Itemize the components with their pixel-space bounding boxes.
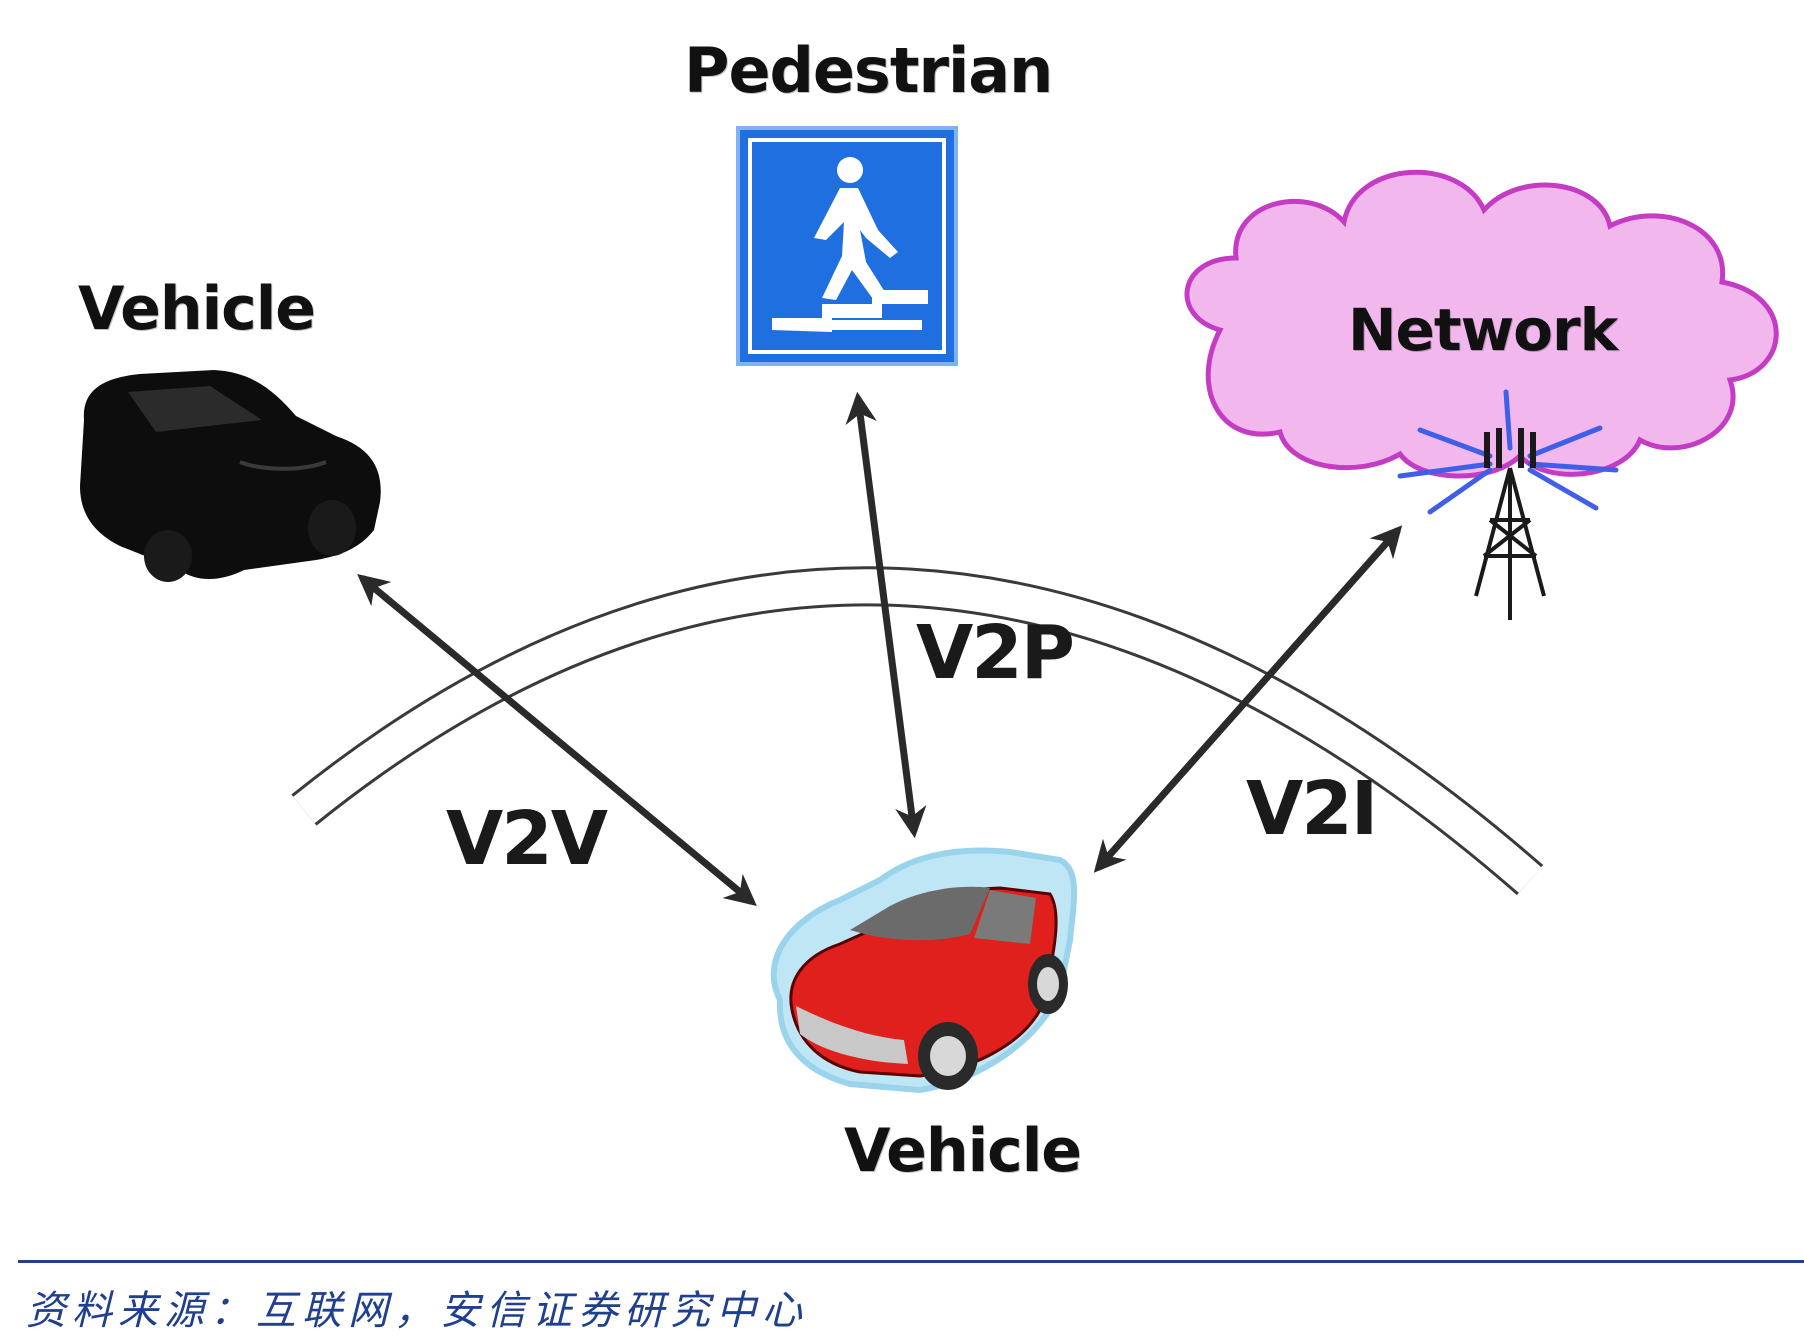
vehicle-left-label: Vehicle <box>78 274 316 344</box>
pedestrian-label: Pedestrian <box>684 34 1053 107</box>
v2p-label: V2P <box>916 610 1075 696</box>
v2v-arrow <box>357 573 757 907</box>
red-car-icon <box>770 847 1077 1094</box>
v2i-arrow <box>1093 525 1403 873</box>
cell-tower-icon <box>1397 389 1619 620</box>
black-car-icon <box>80 370 381 582</box>
network-label: Network <box>1348 296 1618 364</box>
v2i-label: V2I <box>1246 766 1378 852</box>
source-divider <box>18 1260 1804 1263</box>
vehicle-bottom-label: Vehicle <box>844 1116 1082 1186</box>
pedestrian-sign-icon <box>736 126 958 366</box>
source-note: 资料来源：互联网，安信证券研究中心 <box>26 1288 808 1334</box>
cloud-icon <box>1184 169 1779 479</box>
v2v-label: V2V <box>446 796 608 882</box>
link-arrows <box>357 391 1403 907</box>
v2p-arrow <box>845 391 927 839</box>
